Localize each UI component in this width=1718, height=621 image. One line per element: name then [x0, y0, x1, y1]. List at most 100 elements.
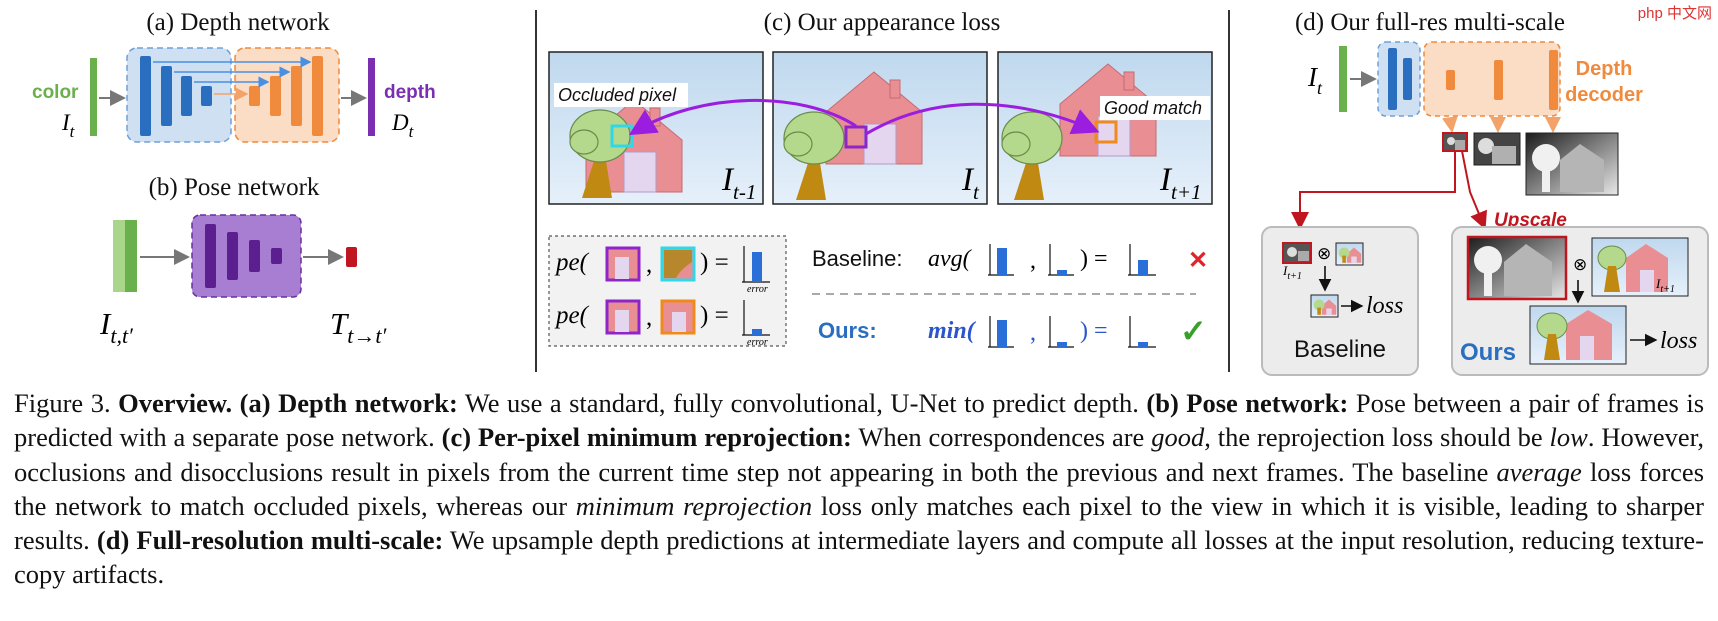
red-arrow-baseline — [1291, 151, 1456, 230]
caption-c-average: average — [1496, 456, 1582, 487]
panel-b-title: (b) Pose network — [149, 174, 320, 201]
pose-net-box — [191, 214, 302, 298]
d-baseline-loss-label: loss — [1366, 293, 1403, 319]
occluded-label: Occluded pixel — [558, 85, 677, 105]
caption-c-text1: When correspondences are — [858, 422, 1145, 453]
panel-d-encoder — [1377, 41, 1421, 117]
svg-text:error: error — [747, 337, 768, 348]
panel-d-dec-layer-1 — [1446, 70, 1455, 90]
depth-output-bar — [368, 58, 375, 136]
svg-text:,: , — [646, 304, 652, 331]
caption-overview: Overview. — [118, 388, 233, 418]
pose-layer-3 — [249, 240, 260, 272]
input-symbol: It — [61, 110, 76, 141]
caption-b-head: (b) Pose network: — [1146, 388, 1349, 418]
figure-diagram: (a) Depth network color It depth Dt (b) … — [32, 9, 1709, 376]
cross-mark: ✕ — [1188, 247, 1208, 274]
depth-scale-3 — [1525, 132, 1619, 196]
d-baseline-depth-thumb — [1282, 242, 1312, 264]
occluded-label-bg — [554, 83, 688, 107]
pose-layer-1 — [205, 224, 216, 288]
frame-t-plus-1-label: It+1 — [1159, 162, 1202, 204]
panel-d-title: (d) Our full-res multi-scale — [1295, 9, 1565, 36]
pose-output-symbol: Tt→t′ — [330, 306, 387, 348]
d-ours-otimes: ⊗ — [1573, 255, 1587, 274]
caption-a-head: (a) Depth network: — [239, 388, 458, 418]
encoder-layer-3 — [181, 76, 192, 116]
source-pixel-marker — [844, 125, 868, 149]
ours-row: Ours: min( , ) = ✓ — [818, 313, 1207, 349]
skip-connections — [153, 56, 312, 101]
svg-text:,: , — [1030, 320, 1036, 346]
caption-c-text4: loss forces the network to match occlude… — [14, 456, 1705, 521]
watermark: php 中文网 — [1637, 5, 1712, 22]
svg-text:Ours:: Ours: — [818, 318, 877, 343]
svg-text:) =: ) = — [700, 249, 729, 276]
svg-text:,: , — [1030, 248, 1036, 274]
svg-text:avg(: avg( — [928, 246, 973, 272]
color-label: color — [32, 82, 79, 103]
panel-d-enc-layer-1 — [1388, 48, 1397, 110]
svg-text:pe(: pe( — [554, 249, 590, 276]
depth-label: depth — [384, 82, 436, 103]
decoder-layer-1 — [249, 86, 260, 106]
good-match-label: Good match — [1104, 98, 1202, 118]
pe-row-2: pe( , ) = error — [554, 299, 770, 348]
check-mark: ✓ — [1180, 313, 1207, 349]
svg-text:) =: ) = — [700, 302, 729, 329]
panel-c-title: (c) Our appearance loss — [764, 9, 1001, 36]
frame-t-plus-1: It+1 — [997, 51, 1213, 205]
caption-c-good: good — [1151, 422, 1205, 453]
caption-d-text: We upsample depth predictions at interme… — [14, 525, 1704, 590]
caption-c-text5: loss only matches each pixel to the view… — [14, 490, 1704, 556]
panel-d-dec-layer-3 — [1549, 50, 1558, 110]
decoder-layer-2 — [270, 76, 281, 116]
svg-text:error: error — [747, 284, 768, 295]
pose-output — [346, 247, 357, 267]
decoder-label-1: Depth — [1576, 58, 1633, 80]
svg-text:Baseline:: Baseline: — [812, 246, 903, 271]
panel-d-dec-layer-2 — [1494, 60, 1503, 100]
decoder-layer-4 — [312, 56, 323, 136]
d-ours-warped-frame — [1529, 305, 1627, 365]
d-baseline-small-frame — [1336, 243, 1363, 265]
d-ours-label: Ours — [1460, 339, 1516, 366]
decoder-label-2: decoder — [1565, 84, 1643, 106]
panel-d-enc-layer-2 — [1403, 58, 1412, 100]
red-arrow-upscale — [1461, 150, 1487, 230]
pose-input-bar-1 — [113, 220, 125, 292]
d-ours-upscaled-depth — [1466, 235, 1568, 301]
baseline-row: Baseline: avg( , ) = ✕ — [812, 244, 1208, 276]
arrow-to-good-match — [865, 102, 1100, 136]
pose-layer-4 — [271, 248, 282, 264]
svg-text:) =: ) = — [1080, 246, 1108, 272]
svg-text:,: , — [646, 251, 652, 278]
caption-a-text: We use a standard, fully convolutional, … — [464, 388, 1139, 418]
pose-layer-2 — [227, 232, 238, 280]
panel-d-input-symbol: It — [1307, 62, 1323, 98]
pe-row-1: pe( , ) = error — [554, 246, 770, 295]
frame-t-minus-1: It-1 — [548, 51, 764, 205]
occluded-marker — [610, 124, 634, 148]
svg-text:pe(: pe( — [554, 302, 590, 329]
caption-c-minrep: minimum reprojection — [575, 490, 813, 521]
panel-d-decoder — [1423, 41, 1561, 117]
caption-d-head: (d) Full-resolution multi-scale: — [96, 525, 444, 556]
depth-scale-2 — [1473, 132, 1521, 166]
pose-input-symbol: It,t′ — [99, 306, 134, 348]
d-baseline-otimes: ⊗ — [1317, 244, 1331, 263]
frame-t-label: It — [961, 162, 980, 204]
svg-text:min(: min( — [928, 318, 977, 344]
caption-c-text2: , the reprojection loss should be — [1204, 422, 1543, 453]
d-baseline-small-frame-border — [1335, 242, 1364, 266]
d-ours-loss-label: loss — [1660, 328, 1697, 354]
encoder-layer-4 — [201, 86, 212, 106]
good-match-label-bg — [1100, 96, 1210, 120]
scale-arrow-1 — [1441, 115, 1458, 133]
caption-b-text: Pose between a pair of frames is predict… — [14, 388, 1705, 453]
panel-d-input-bar — [1339, 46, 1347, 112]
encoder-layer-2 — [161, 66, 172, 126]
decoder-layer-3 — [291, 66, 302, 126]
caption-c-text3: . However, occlusions and disocclusions … — [14, 422, 1705, 487]
color-input-bar — [90, 58, 97, 136]
